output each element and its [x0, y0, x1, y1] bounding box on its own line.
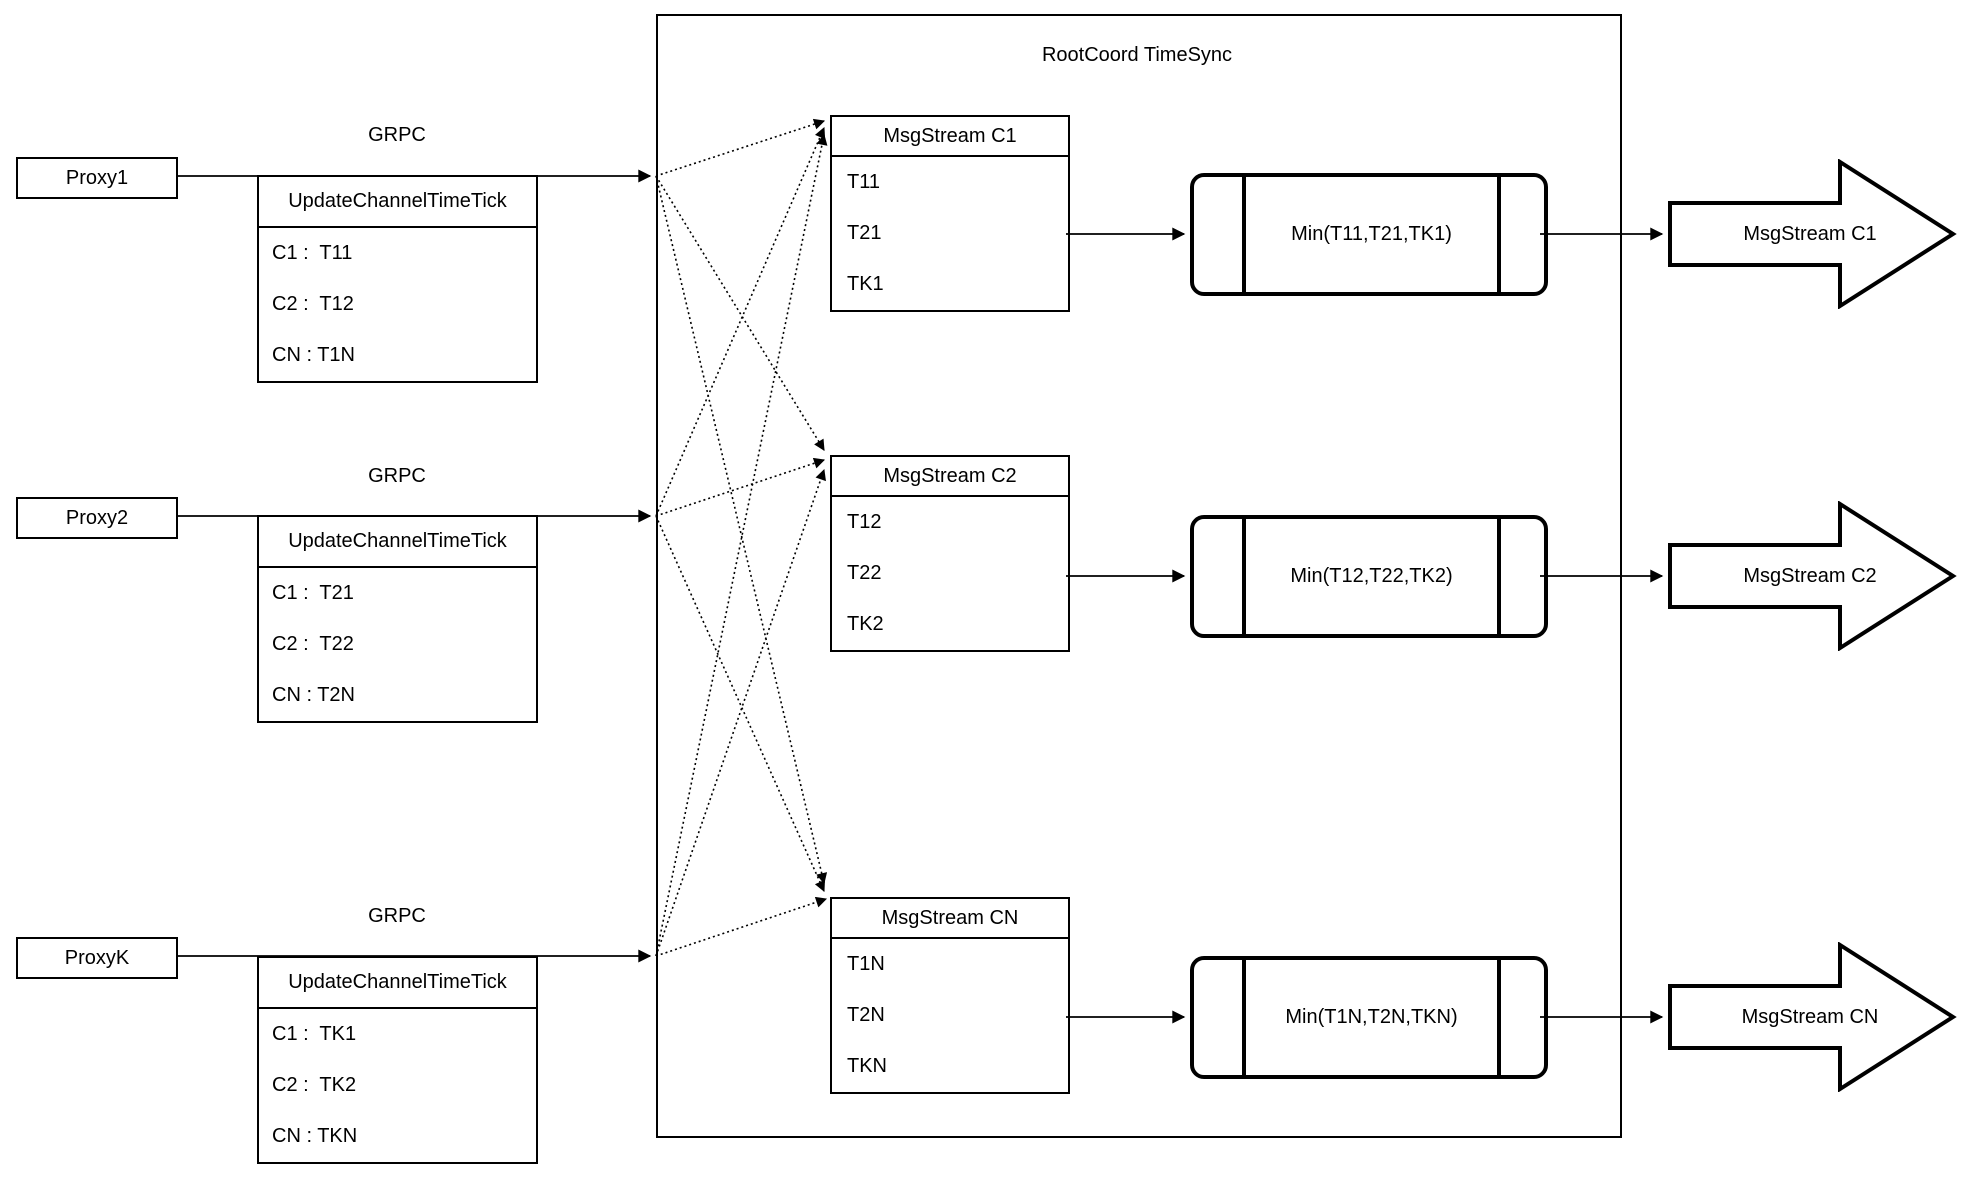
table-row: CN : T1N: [272, 344, 355, 366]
proxy2-box: Proxy2: [16, 497, 178, 539]
msgstream-cn-table: MsgStream CN T1N T2N TKN: [830, 897, 1070, 1094]
msgstream-cn-output-arrow: MsgStream CN: [1668, 941, 1958, 1093]
msgstream-c1-table: MsgStream C1 T11 T21 TK1: [830, 115, 1070, 312]
grpc-label-2: GRPC: [368, 465, 426, 487]
proxy2-timetick-table: UpdateChannelTimeTick C1 : T21 C2 : T22 …: [257, 515, 538, 723]
block-arrow-icon: [1668, 500, 1957, 652]
min-node-cn: Min(T1N,T2N,TKN): [1190, 956, 1548, 1079]
table-header: MsgStream CN: [832, 899, 1068, 939]
proxyk-label: ProxyK: [64, 946, 130, 969]
block-arrow-icon: [1668, 158, 1957, 310]
proxy1-timetick-table: UpdateChannelTimeTick C1 : T11 C2 : T12 …: [257, 175, 538, 383]
min-expression: Min(T11,T21,TK1): [1291, 223, 1452, 245]
proxy1-box: Proxy1: [16, 157, 178, 199]
table-row: C1 : T21: [272, 582, 354, 604]
output-label: MsgStream C1: [1743, 222, 1877, 245]
table-header: UpdateChannelTimeTick: [259, 958, 536, 1009]
msgstream-c1-output-arrow: MsgStream C1: [1668, 158, 1958, 310]
block-arrow-icon: [1668, 941, 1957, 1093]
proxyk-timetick-table: UpdateChannelTimeTick C1 : TK1 C2 : TK2 …: [257, 956, 538, 1164]
table-row: CN : TKN: [272, 1125, 358, 1147]
proxy1-label: Proxy1: [65, 166, 129, 189]
table-row: TKN: [847, 1055, 887, 1077]
msgstream-c2-output-arrow: MsgStream C2: [1668, 500, 1958, 652]
grpc-label-1: GRPC: [368, 124, 426, 146]
proxy2-label: Proxy2: [65, 506, 129, 529]
table-row: T2N: [847, 1004, 885, 1026]
output-label: MsgStream C2: [1743, 564, 1877, 587]
table-row: T22: [847, 562, 882, 584]
table-header: UpdateChannelTimeTick: [259, 517, 536, 568]
divider: [1242, 960, 1246, 1075]
divider: [1497, 177, 1501, 292]
table-row: C2 : TK2: [272, 1074, 357, 1096]
divider: [1497, 960, 1501, 1075]
table-row: C1 : T11: [272, 242, 353, 264]
min-node-c1: Min(T11,T21,TK1): [1190, 173, 1548, 296]
table-row: C2 : T22: [272, 633, 354, 655]
table-header: UpdateChannelTimeTick: [259, 177, 536, 228]
min-expression: Min(T1N,T2N,TKN): [1285, 1006, 1458, 1028]
grpc-label-3: GRPC: [368, 905, 426, 927]
table-row: C1 : TK1: [272, 1023, 357, 1045]
table-header: MsgStream C2: [832, 457, 1068, 497]
divider: [1242, 519, 1246, 634]
table-row: T11: [847, 171, 880, 193]
table-row: TK1: [847, 273, 884, 295]
table-row: CN : T2N: [272, 684, 355, 706]
divider: [1497, 519, 1501, 634]
table-row: T12: [847, 511, 882, 533]
table-row: TK2: [847, 613, 884, 635]
rootcoord-title: RootCoord TimeSync: [1041, 44, 1233, 66]
proxyk-box: ProxyK: [16, 937, 178, 979]
min-expression: Min(T12,T22,TK2): [1290, 565, 1453, 587]
divider: [1242, 177, 1246, 292]
output-label: MsgStream CN: [1741, 1005, 1879, 1028]
min-node-c2: Min(T12,T22,TK2): [1190, 515, 1548, 638]
table-header: MsgStream C1: [832, 117, 1068, 157]
msgstream-c2-table: MsgStream C2 T12 T22 TK2: [830, 455, 1070, 652]
table-row: T1N: [847, 953, 885, 975]
table-row: T21: [847, 222, 882, 244]
table-row: C2 : T12: [272, 293, 354, 315]
